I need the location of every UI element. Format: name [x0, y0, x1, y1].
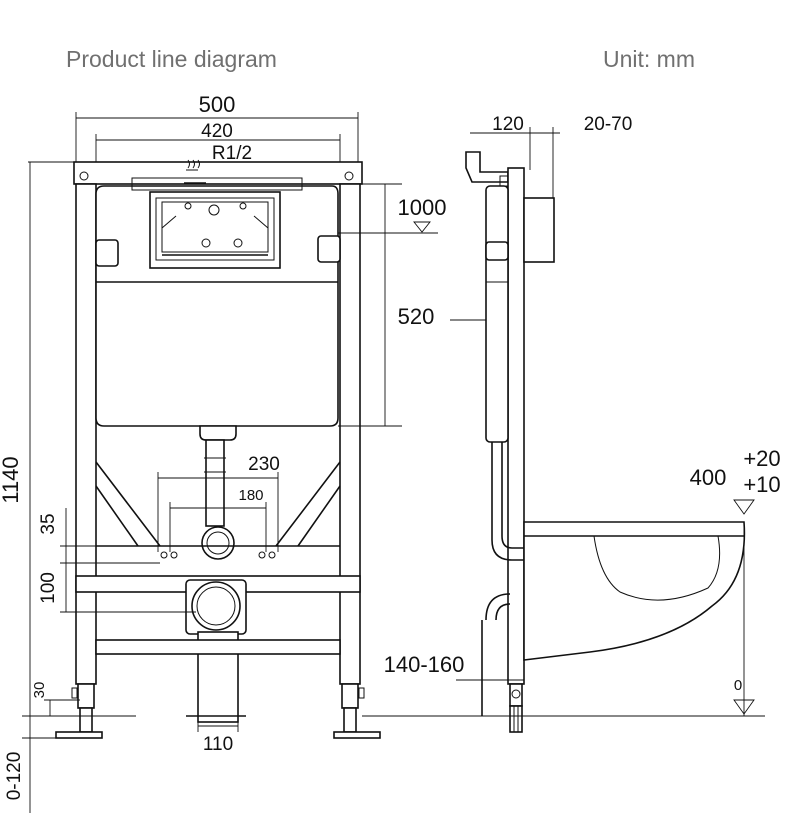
wall-bracket: [465, 151, 509, 183]
dim-140-160-label: 140-160: [384, 652, 465, 677]
dim-30: 30: [31, 682, 80, 716]
dim-0-120-label: 0-120: [4, 752, 25, 801]
frame-feet: [55, 683, 381, 739]
dim-1140: 1140: [0, 162, 31, 716]
dim-1000-520: 1000 520: [338, 183, 498, 427]
dim-20-70-label: 20-70: [584, 114, 633, 135]
floor-zero-label: 0: [734, 677, 742, 694]
toilet-bowl: [523, 521, 746, 661]
tolerance-plus20: +20: [743, 446, 780, 471]
side-cistern: [485, 185, 509, 443]
dim-1000-label: 1000: [398, 195, 447, 220]
dim-140-160: 140-160: [384, 652, 524, 681]
frame-post-right: [339, 183, 361, 685]
frame-top-bar: [73, 161, 363, 185]
dim-1140-label: 1140: [0, 456, 23, 503]
flush-pipe: [199, 425, 237, 560]
front-view: 500 420 R1/2: [0, 92, 498, 813]
bolt-right: [344, 171, 354, 181]
dim-30-label: 30: [31, 682, 48, 699]
seat-height-label: 400: [690, 465, 727, 490]
dim-110-label: 110: [203, 734, 233, 755]
dim-520-label: 520: [398, 304, 435, 329]
dim-180: 180: [169, 487, 267, 552]
dim-230: 230: [157, 454, 280, 552]
dim-120: 120: [470, 114, 531, 170]
frame-post-left: [75, 183, 97, 685]
unit-label: Unit: mm: [603, 46, 695, 72]
dim-230-label: 230: [248, 454, 280, 475]
bolt-left: [79, 171, 89, 181]
side-frame-bar: [507, 167, 525, 685]
dim-35-100: 35 100: [38, 508, 196, 613]
push-plate: [523, 197, 555, 263]
inlet-label: R1/2: [212, 143, 252, 164]
dim-120-label: 120: [492, 114, 524, 135]
dim-500-label: 500: [199, 92, 236, 117]
dim-0-120: 0-120: [4, 716, 31, 813]
mounting-bolts: [160, 551, 276, 559]
dim-500: 500: [75, 92, 359, 168]
cistern-lug-right: [317, 235, 341, 263]
dim-420-label: 420: [201, 121, 233, 142]
frame-lower-bar: [95, 639, 341, 655]
cistern-lug-left: [95, 239, 119, 267]
dim-110: 110: [197, 720, 239, 755]
inlet-valve-icon: [184, 159, 206, 184]
dim-180-label: 180: [238, 487, 263, 504]
dim-100-label: 100: [38, 572, 59, 604]
dim-20-70: 20-70: [530, 114, 632, 198]
dim-seat-height: 400 +20 +10 0: [690, 446, 781, 716]
tolerance-plus10: +10: [743, 472, 780, 497]
access-opening: [149, 191, 281, 269]
side-view: 120 20-70 140-160: [362, 114, 781, 733]
diagram-title: Product line diagram: [66, 46, 277, 72]
dim-35-label: 35: [38, 513, 59, 534]
